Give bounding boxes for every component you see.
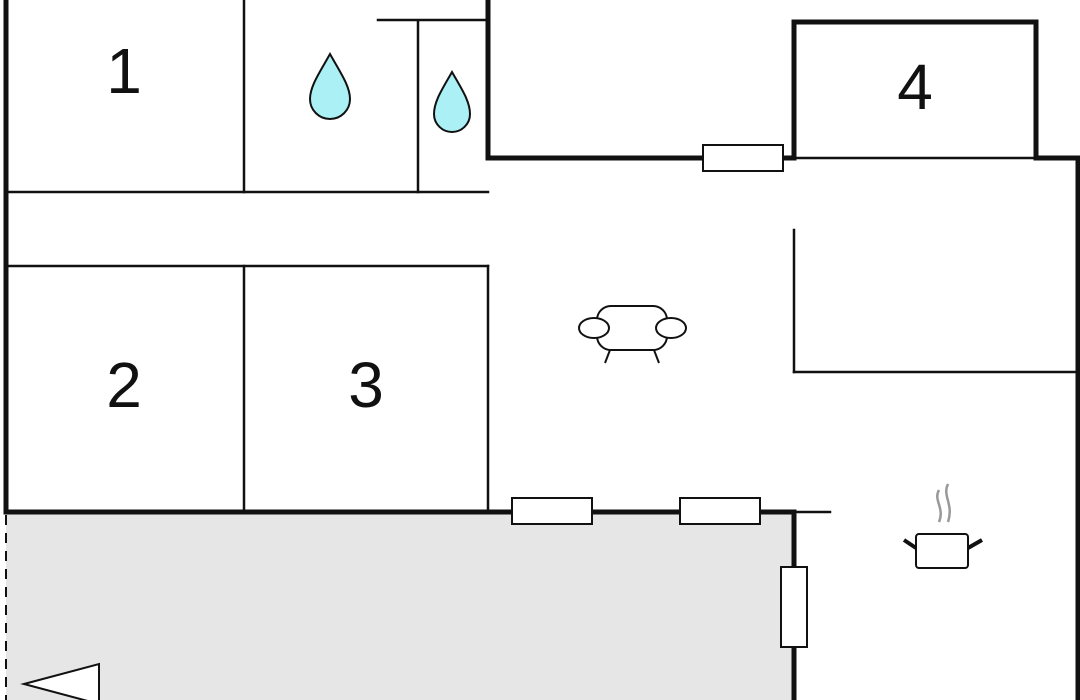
water-drop-icon: [308, 51, 352, 120]
cooking-pot-icon: [902, 483, 983, 569]
room-label-4: 4: [897, 51, 933, 123]
room-label-1: 1: [106, 35, 142, 107]
window-side: [780, 566, 808, 648]
window-top: [702, 144, 784, 172]
terrace-area: [6, 512, 794, 700]
window-bottom-right: [679, 497, 761, 525]
room-label-3: 3: [348, 349, 384, 421]
window-bottom-left: [511, 497, 593, 525]
sofa-icon: [578, 305, 687, 364]
interior-walls: [4, 0, 1080, 514]
room-label-2: 2: [106, 349, 142, 421]
entrance-arrow-icon: [20, 662, 100, 700]
water-drop-icon: [432, 69, 472, 133]
exterior-walls: [3, 0, 1080, 700]
